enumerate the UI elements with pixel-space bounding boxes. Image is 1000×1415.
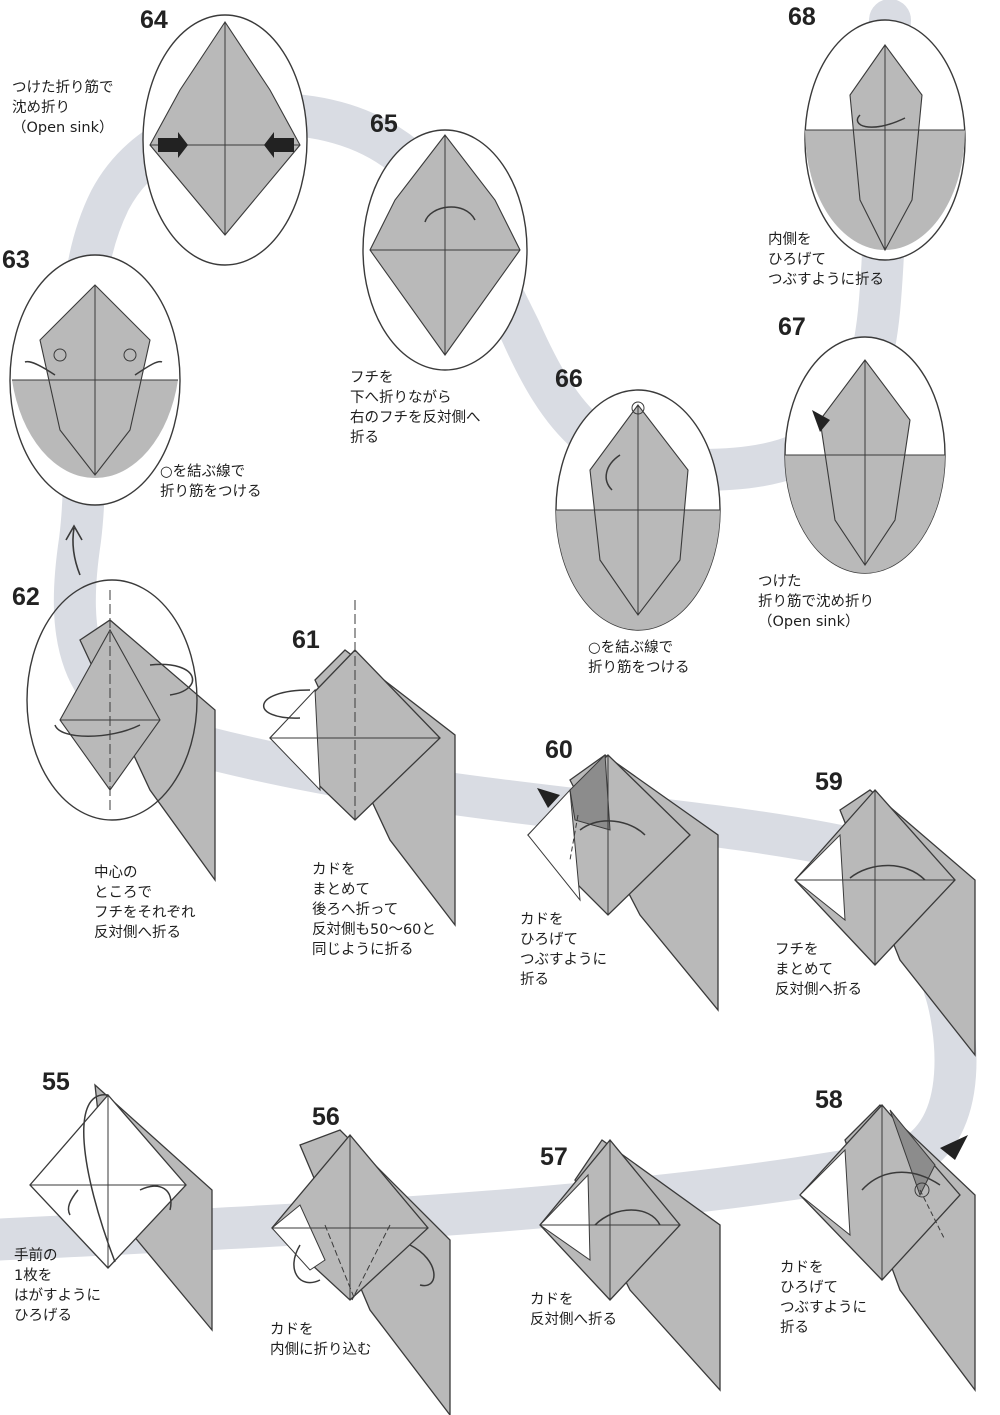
step-number-55: 55 xyxy=(42,1068,70,1096)
step-number-67: 67 xyxy=(778,313,806,341)
caption-step-65: フチを 下へ折りながら 右のフチを反対側へ 折る xyxy=(350,370,481,446)
caption-step-58: カドを ひろげて つぶすように 折る xyxy=(780,1260,867,1336)
step-number-62: 62 xyxy=(12,583,40,611)
caption-step-68: 内側を ひろげて つぶすように折る xyxy=(768,232,884,288)
caption-step-66: ○を結ぶ線で 折り筋をつける xyxy=(588,640,690,676)
caption-step-55: 手前の 1枚を はがすように ひろげる xyxy=(14,1248,101,1324)
figure-step-59 xyxy=(794,789,976,1057)
figure-step-62 xyxy=(26,579,216,883)
figure-step-63 xyxy=(9,254,181,506)
figure-step-68 xyxy=(804,19,966,261)
step-number-66: 66 xyxy=(555,365,583,393)
figure-step-58 xyxy=(799,1104,976,1392)
step-number-57: 57 xyxy=(540,1143,568,1171)
caption-step-67: つけた 折り筋で沈め折り （Open sink） xyxy=(758,574,874,630)
up-arrow-icon xyxy=(65,524,83,576)
step-number-61: 61 xyxy=(292,626,320,654)
figure-step-57 xyxy=(539,1138,721,1392)
step-number-60: 60 xyxy=(545,736,573,764)
caption-step-57: カドを 反対側へ折る xyxy=(530,1292,617,1328)
caption-step-64: つけた折り筋で 沈め折り （Open sink） xyxy=(12,80,114,136)
figure-step-60 xyxy=(527,753,719,1012)
caption-step-59: フチを まとめて 反対側へ折る xyxy=(775,942,862,998)
step-number-68: 68 xyxy=(788,3,816,31)
step-number-65: 65 xyxy=(370,110,398,138)
figure-step-56 xyxy=(271,1129,451,1415)
step-number-63: 63 xyxy=(2,246,30,274)
figure-step-61 xyxy=(263,600,456,927)
figure-step-55 xyxy=(29,1083,213,1332)
figure-step-67 xyxy=(784,336,946,574)
step-number-64: 64 xyxy=(140,6,168,34)
figure-step-66 xyxy=(555,389,721,631)
step-number-59: 59 xyxy=(815,768,843,796)
step-number-56: 56 xyxy=(312,1103,340,1131)
caption-step-62: 中心の ところで フチをそれぞれ 反対側へ折る xyxy=(94,865,196,941)
caption-step-60: カドを ひろげて つぶすように 折る xyxy=(520,912,607,988)
caption-step-63: ○を結ぶ線で 折り筋をつける xyxy=(160,464,262,500)
step-number-58: 58 xyxy=(815,1086,843,1114)
figure-step-64 xyxy=(142,14,308,266)
caption-step-56: カドを 内側に折り込む xyxy=(270,1322,372,1358)
caption-step-61: カドを まとめて 後ろへ折って 反対側も50〜60と 同じように折る xyxy=(312,862,436,958)
figure-step-65 xyxy=(362,129,528,371)
